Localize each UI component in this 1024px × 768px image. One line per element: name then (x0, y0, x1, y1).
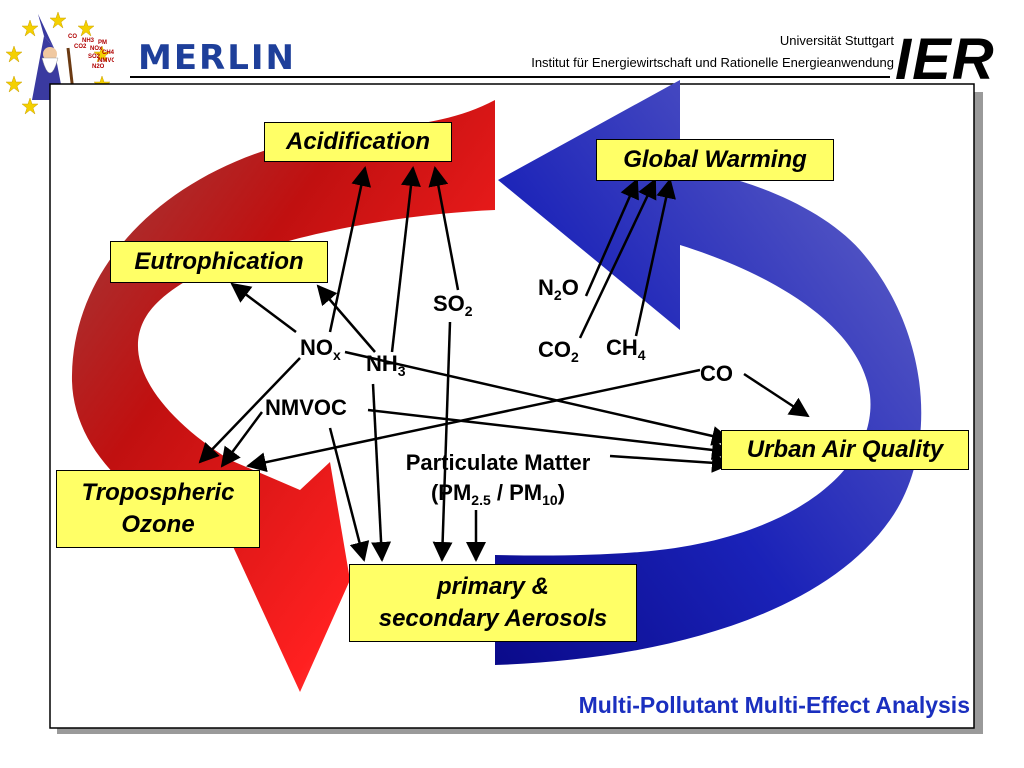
arrow-nmvoc-ozone (220, 411, 264, 468)
svg-text:CH4: CH4 (102, 50, 114, 56)
effect-acidification: Acidification (264, 122, 452, 162)
svg-text:SO2: SO2 (88, 54, 101, 60)
effect-urban-air-quality: Urban Air Quality (721, 430, 969, 470)
effect-global-warming: Global Warming (596, 139, 834, 181)
pollutant-ch4: CH4 (606, 335, 646, 363)
effect-tropospheric-ozone: Tropospheric Ozone (56, 470, 260, 548)
arrow-n2o-gw (584, 178, 639, 297)
arrow-nh3-eutrophication (316, 284, 376, 353)
arrow-nmvoc-urban (367, 408, 732, 460)
svg-text:NMVOC: NMVOC (98, 58, 114, 64)
arrow-nox-ozone (198, 357, 301, 464)
arrow-nh3-aerosols (371, 383, 392, 562)
university-name: Universität Stuttgart (779, 33, 894, 48)
arrow-ch4-gw (634, 178, 676, 337)
aerosols-line2: secondary Aerosols (378, 605, 608, 632)
arrow-so2-aerosols (432, 321, 453, 562)
svg-text:CO: CO (68, 34, 77, 40)
svg-text:CO2: CO2 (74, 44, 87, 50)
pollutant-n2o: N2O (538, 275, 579, 303)
arrow-so2-acidification (428, 166, 460, 291)
pollutant-nox: NOx (300, 335, 341, 363)
ozone-line2: Ozone (121, 511, 195, 538)
header-divider (130, 76, 890, 78)
arrow-co2-gw (578, 178, 657, 339)
arrow-co-urban (743, 372, 810, 418)
arrow-nox-eutrophication (230, 282, 297, 333)
effect-aerosols: primary & secondary Aerosols (349, 564, 637, 642)
footer-title: Multi-Pollutant Multi-Effect Analysis (578, 692, 970, 718)
pollutant-nmvoc: NMVOC (265, 395, 347, 420)
ozone-line1: Tropospheric (81, 479, 235, 506)
pollutant-co: CO (700, 361, 733, 386)
arrow-co-ozone (246, 368, 701, 473)
pollutant-co2: CO2 (538, 337, 579, 365)
merlin-brand: MERLIN (138, 38, 297, 78)
arrow-nh3-acidification (390, 166, 421, 353)
effect-eutrophication: Eutrophication (110, 241, 328, 283)
arrow-nox-urban (344, 350, 732, 446)
institute-name: Institut für Energiewirtschaft und Ratio… (531, 55, 894, 70)
pollutant-nh3: NH3 (366, 351, 406, 379)
svg-text:N2O: N2O (92, 64, 105, 70)
ier-logo: IER (895, 27, 995, 92)
svg-text:NOx: NOx (90, 46, 103, 52)
aerosols-line1: primary & (436, 573, 550, 600)
svg-text:PM: PM (98, 40, 107, 46)
arrow-pm-urban (609, 452, 732, 473)
blue-circular-arrow (495, 80, 922, 665)
svg-text:NH3: NH3 (82, 38, 95, 44)
pm-size-classes: (PM2.5 / PM10) (430, 480, 566, 508)
pollutant-so2: SO2 (433, 291, 473, 319)
pollutant-particulate-matter: Particulate Matter (PM2.5 / PM10) (390, 448, 606, 508)
arrow-nmvoc-aerosols (328, 427, 370, 562)
